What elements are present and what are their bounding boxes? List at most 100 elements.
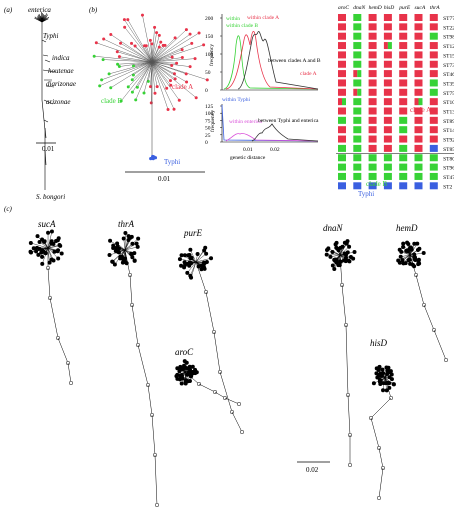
grid-st-label: ST75 [443, 91, 454, 97]
tip-filled [123, 259, 128, 264]
tip-clade-a [193, 57, 197, 61]
tree-branch [151, 32, 157, 63]
grid-label-clade-b: clade B [366, 180, 388, 188]
hist-bottom-ylabel: frequency [209, 110, 216, 132]
tip-filled [416, 262, 421, 267]
allele-cell [338, 70, 346, 78]
gene-title-sucA: sucA [38, 219, 56, 229]
tip-filled [34, 249, 39, 254]
tip-filled [187, 379, 192, 384]
branch [399, 254, 411, 263]
tip-clade-a [188, 32, 192, 36]
tree-branch [124, 27, 153, 63]
tip-clade-b [134, 98, 138, 102]
tip-filled [334, 258, 339, 263]
tip-clade-a [170, 63, 174, 67]
grid-st-label: ST12 [443, 44, 454, 50]
branch [47, 247, 50, 263]
tip-filled [177, 257, 182, 262]
tip-filled [380, 367, 385, 372]
tree-branch [151, 61, 187, 75]
branch [195, 258, 212, 263]
tip-filled [175, 366, 180, 371]
allele-cell [429, 60, 438, 68]
tree-branch [94, 55, 153, 63]
tree-branch [151, 35, 160, 63]
grid-gene-purE: purE [398, 5, 411, 11]
branch [179, 258, 197, 263]
tree-branch [110, 61, 153, 88]
allele-cell [338, 172, 346, 180]
allele-cell [353, 144, 362, 152]
allele-cell [383, 88, 392, 96]
tip-clade-a [94, 41, 98, 45]
tip-filled [179, 381, 184, 386]
tip-clade-b [119, 99, 123, 103]
tip-filled [132, 258, 137, 263]
tree-branch [151, 37, 176, 63]
tree-branch [143, 61, 153, 94]
allele-cell [399, 60, 408, 68]
tip-filled [108, 238, 113, 243]
tip-filled [184, 378, 189, 383]
tree-branch [151, 61, 197, 98]
tree-branch [110, 34, 153, 63]
tip-clade-b [117, 65, 121, 69]
tip-filled [187, 263, 192, 268]
grid-st-label: ST89 [443, 119, 454, 125]
taxon-houtenae: houtenae [48, 67, 74, 75]
enterica-branch [41, 18, 49, 23]
allele-cell [338, 60, 346, 68]
tip-filled [37, 239, 42, 244]
allele-cell [338, 163, 346, 171]
allele-cell [353, 163, 362, 171]
allele-cell [414, 32, 423, 40]
tip-clade-a [173, 36, 177, 40]
tip-filled [51, 258, 56, 263]
hist-bottom-ann-between: between Typhi and enterica [258, 118, 319, 124]
branch [47, 247, 54, 261]
tip-filled [190, 364, 195, 369]
tip-filled [55, 238, 60, 243]
grid-gene-aroC: aroC [338, 5, 349, 11]
allele-cell [353, 88, 358, 96]
tip-filled [36, 252, 41, 257]
allele-cell [414, 126, 423, 134]
allele-cell [383, 154, 392, 162]
panel-b-scale-label: 0.01 [158, 175, 171, 183]
allele-cell [338, 135, 346, 143]
tip-clade-a [170, 55, 174, 59]
tip-clade-a [166, 107, 170, 111]
allele-cell [383, 182, 392, 190]
tip-clade-a [148, 38, 152, 42]
tip-open [154, 502, 160, 508]
allele-cell [414, 51, 423, 59]
hist-top-ann-clade-a: clade A [300, 71, 317, 77]
tip-clade-b [107, 72, 111, 76]
grid-st-label: ST14 [443, 128, 454, 134]
tip-filled [376, 367, 381, 372]
allele-cell [383, 70, 392, 78]
branch [409, 252, 424, 256]
tree-branch [151, 32, 200, 63]
tree-branch [103, 38, 153, 63]
tip-clade-b [142, 91, 146, 95]
tip-filled [412, 257, 417, 262]
allele-cell [429, 135, 438, 143]
tip-filled [128, 235, 133, 240]
tree-branch [151, 61, 158, 87]
tree-branch [120, 43, 153, 63]
tip-filled [330, 249, 335, 254]
tip-filled [377, 377, 382, 382]
allele-cell [368, 42, 377, 50]
tip-typhi [153, 156, 158, 160]
allele-cell [353, 98, 362, 106]
allele-cell [353, 32, 362, 40]
tip-filled [405, 249, 410, 254]
tip-filled [37, 246, 42, 251]
allele-cell [429, 182, 438, 190]
tip-clade-a [115, 50, 119, 54]
grid-st-label: ST96 [443, 166, 454, 172]
branch [30, 242, 49, 249]
tip-filled [132, 251, 137, 256]
